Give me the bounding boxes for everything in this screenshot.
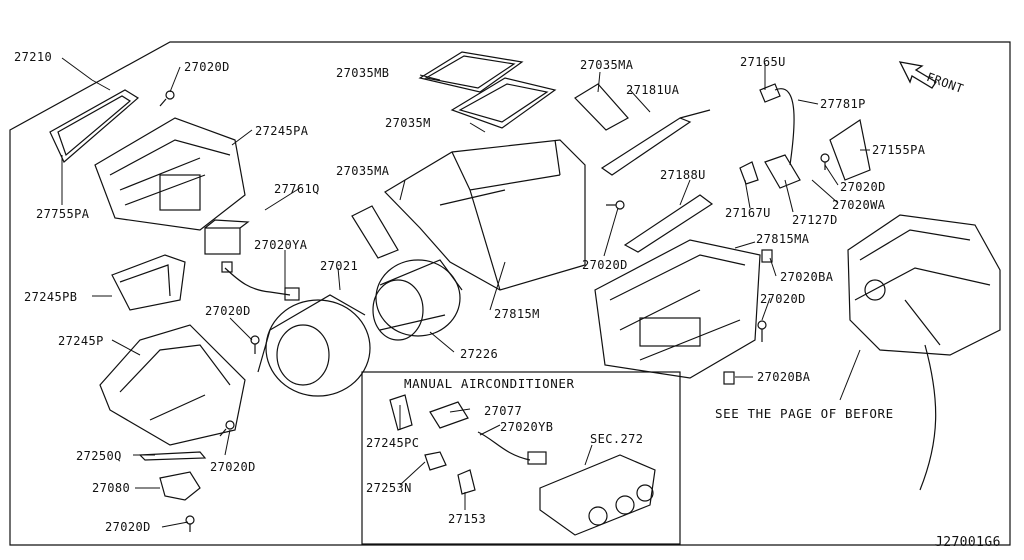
front-arrow-icon xyxy=(898,61,937,89)
label-27020D: 27020D xyxy=(840,180,886,194)
part-27021-blower-case xyxy=(257,294,371,397)
label-27080: 27080 xyxy=(92,481,131,495)
label-27815MA: 27815MA xyxy=(756,232,810,246)
part-27165U-sensor xyxy=(759,83,795,166)
part-27153-clip xyxy=(457,469,476,495)
see-page-note: SEE THE PAGE OF BEFORE xyxy=(715,406,894,421)
screw-icon xyxy=(159,90,830,532)
part-27761Q-actuator xyxy=(204,219,250,255)
label-27181UA: 27181UA xyxy=(626,83,680,97)
leader-lines xyxy=(61,57,870,528)
part-27020YB-harness xyxy=(477,431,547,465)
label-27188U: 27188U xyxy=(660,168,706,182)
label-27167U: 27167U xyxy=(725,206,771,220)
part-27245PC-pad xyxy=(389,394,413,431)
part-27188U-link xyxy=(623,194,714,253)
part-27245PB-door xyxy=(111,254,186,311)
part-27127D-lever xyxy=(764,154,801,189)
part-27020YA-harness xyxy=(221,261,300,301)
label-27035MA: 27035MA xyxy=(580,58,634,72)
part-27245P-lower-case xyxy=(99,324,246,446)
part-sec272-control-panel xyxy=(539,454,656,536)
label-27020D: 27020D xyxy=(184,60,230,74)
label-27035M: 27035M xyxy=(385,116,431,130)
label-27035MB: 27035MB xyxy=(336,66,390,80)
part-27035M-filter xyxy=(450,77,557,129)
label-27153: 27153 xyxy=(448,512,487,526)
label-27020BA: 27020BA xyxy=(780,270,834,284)
label-27253N: 27253N xyxy=(366,481,412,495)
label-27020WA: 27020WA xyxy=(832,198,886,212)
label-27761Q: 27761Q xyxy=(274,182,320,196)
part-27226-blower-fan xyxy=(372,259,463,341)
part-27035MB-filter xyxy=(418,51,524,93)
label-27226: 27226 xyxy=(460,347,499,361)
part-27035MA-seal xyxy=(351,83,629,259)
label-27020BA: 27020BA xyxy=(757,370,811,384)
diagram-id: J27001G6 xyxy=(935,535,1001,550)
part-27181UA-cable xyxy=(600,109,711,176)
label-27020YA: 27020YA xyxy=(254,238,308,252)
part-27815M-case xyxy=(384,139,586,291)
label-27250Q: 27250Q xyxy=(76,449,122,463)
part-27080-actuator xyxy=(159,471,201,501)
part-27155PA-cover xyxy=(829,119,871,181)
label-27210: 27210 xyxy=(14,50,53,64)
assembly-boundary xyxy=(9,41,1011,546)
label-27245P: 27245P xyxy=(58,334,104,348)
part-27167U-clip xyxy=(739,161,759,185)
label-27781P: 27781P xyxy=(820,97,866,111)
label-27021: 27021 xyxy=(320,259,359,273)
label-27815M: 27815M xyxy=(494,307,540,321)
label-27035MA: 27035MA xyxy=(336,164,390,178)
part-27253N-knob xyxy=(424,451,447,471)
label-27245PB: 27245PB xyxy=(24,290,78,304)
part-27250Q-bracket xyxy=(138,451,207,461)
part-27077-switch xyxy=(429,401,469,429)
part-hvac-assembly xyxy=(847,214,1001,491)
label-27020D: 27020D xyxy=(210,460,256,474)
label-27755PA: 27755PA xyxy=(36,207,90,221)
manual-ac-group-box xyxy=(361,371,681,545)
label-27020D: 27020D xyxy=(760,292,806,306)
part-27755PA-gasket xyxy=(49,89,140,163)
part-27815MA-case xyxy=(594,239,761,379)
manual-ac-group-title: MANUAL AIRCONDITIONER xyxy=(404,376,575,391)
label-sec272: SEC.272 xyxy=(590,432,644,446)
label-27020D: 27020D xyxy=(105,520,151,534)
label-27077: 27077 xyxy=(484,404,523,418)
label-27165U: 27165U xyxy=(740,55,786,69)
part-27245PA-intake-housing xyxy=(94,117,246,231)
label-27245PC: 27245PC xyxy=(366,436,420,450)
label-27245PA: 27245PA xyxy=(255,124,309,138)
label-27020D: 27020D xyxy=(582,258,628,272)
part-27020BA-clip xyxy=(723,249,773,385)
label-27020D: 27020D xyxy=(205,304,251,318)
label-27020YB: 27020YB xyxy=(500,420,554,434)
label-27127D: 27127D xyxy=(792,213,838,227)
label-27155PA: 27155PA xyxy=(872,143,926,157)
